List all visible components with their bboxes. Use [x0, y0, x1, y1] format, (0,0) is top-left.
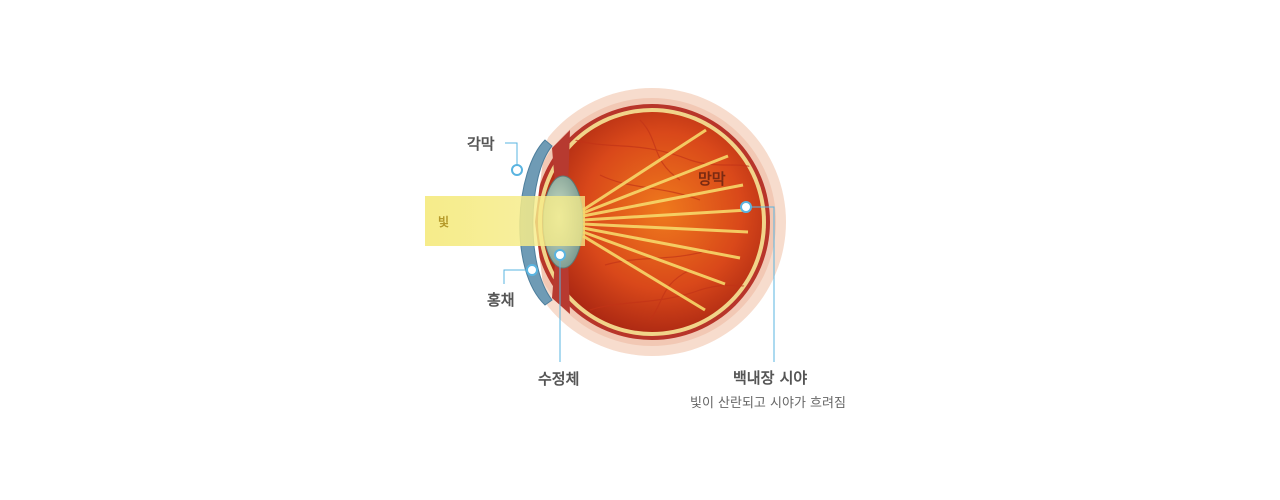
label-light: 빛: [438, 213, 449, 230]
condition-description: 빛이 산란되고 시야가 흐려짐: [690, 392, 846, 411]
condition-title: 백내장 시야: [733, 367, 807, 388]
label-iris: 홍채: [487, 289, 515, 310]
label-retina: 망막: [698, 168, 726, 189]
retina-dot: [741, 202, 751, 212]
label-lens: 수정체: [538, 368, 579, 389]
lens-dot: [555, 250, 565, 260]
label-cornea: 각막: [467, 133, 495, 154]
iris-dot: [527, 265, 537, 275]
cornea-dot: [512, 165, 522, 175]
